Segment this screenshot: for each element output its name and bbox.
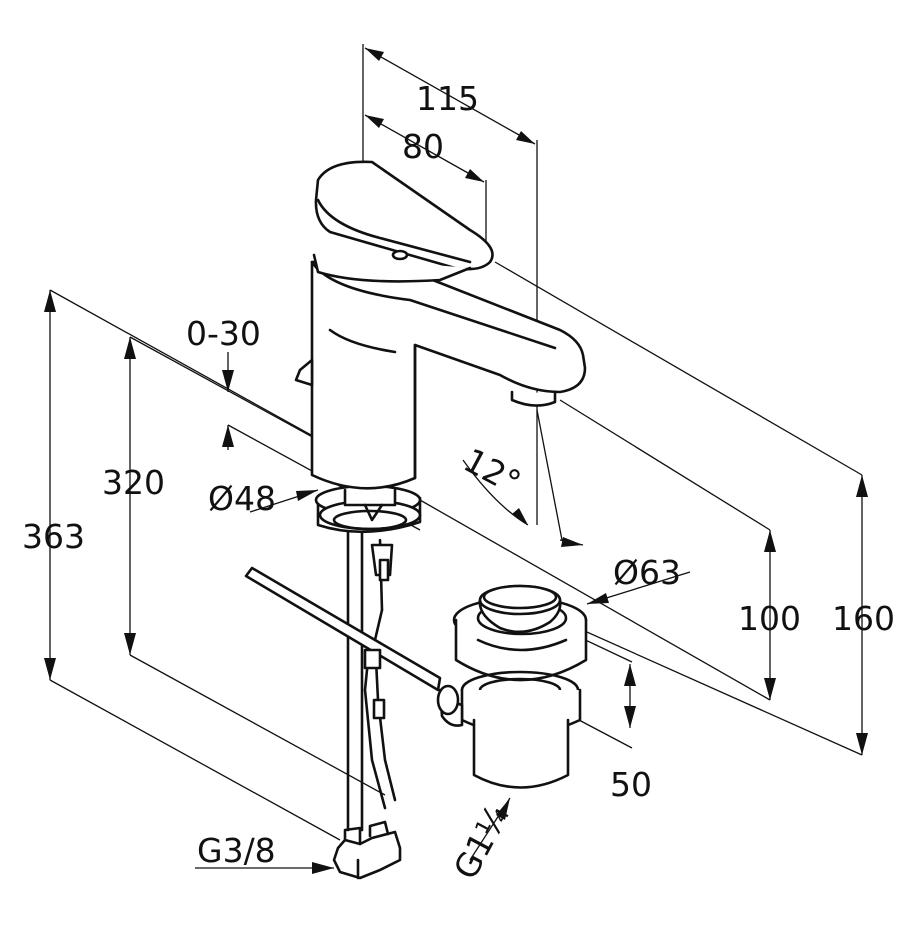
label-100: 100: [738, 599, 801, 638]
label-160: 160: [832, 599, 895, 638]
label-363: 363: [22, 517, 85, 556]
label-d63: Ø63: [613, 553, 681, 592]
dimension-g114: [469, 797, 511, 861]
label-g38: G3/8: [197, 831, 276, 870]
dimension-115: [362, 44, 538, 525]
label-80: 80: [402, 127, 444, 166]
faucet-base: [314, 484, 422, 534]
hose-nuts: [332, 820, 402, 880]
label-320: 320: [102, 463, 165, 502]
popup-rod: [244, 566, 442, 692]
dimension-angle-12: [462, 409, 584, 547]
dimension-d63: [586, 571, 691, 605]
dimension-d48: [249, 489, 319, 513]
lever-handle: [312, 160, 494, 283]
dimension-g38: [195, 862, 334, 874]
label-115: 115: [416, 79, 479, 118]
label-50: 50: [610, 765, 652, 804]
label-d48: Ø48: [208, 479, 276, 518]
popup-waste: [436, 584, 588, 789]
supply-hoses: [346, 528, 397, 832]
faucet-body: [294, 260, 587, 490]
label-angle-12: 12°: [457, 440, 527, 502]
label-0-30: 0-30: [186, 314, 261, 353]
dimension-320: [124, 336, 386, 796]
label-g114: G1¼: [446, 798, 517, 886]
dimension-160: [494, 261, 868, 756]
dimension-363: [44, 289, 341, 841]
